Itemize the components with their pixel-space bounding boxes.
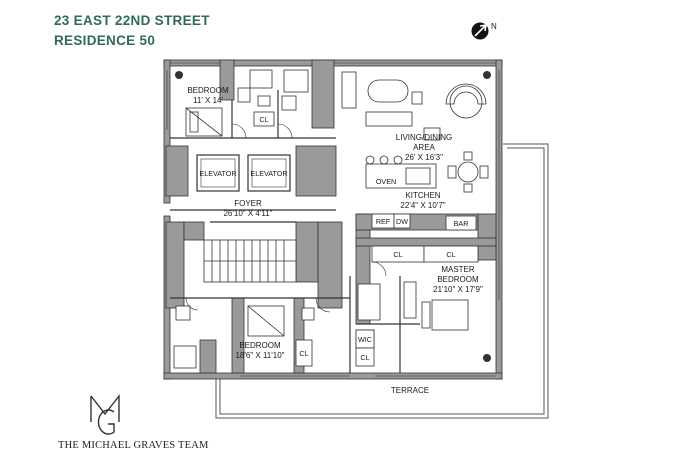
bedroom1-furniture (185, 69, 309, 137)
door-swings (185, 123, 387, 313)
bedroom2-furniture (173, 305, 315, 369)
room-name: MASTER (441, 265, 475, 274)
room-name: BEDROOM (437, 275, 479, 284)
room-living-dining: LIVING/DINING AREA 26' X 16'3" (396, 133, 452, 162)
dishwasher: DW (393, 213, 411, 229)
room-dims: 11' X 14' (193, 96, 224, 105)
svg-text:CL: CL (259, 115, 268, 124)
oven-label: OVEN (376, 177, 396, 186)
room-master-bedroom: MASTER BEDROOM 21'10" X 17'9" (433, 265, 483, 294)
room-name: FOYER (234, 199, 262, 208)
closet-wic-bottom: CL (355, 347, 375, 367)
svg-text:WIC: WIC (358, 335, 372, 344)
living-furniture (341, 71, 489, 193)
svg-text:CL: CL (360, 353, 369, 362)
walk-in-closet: WIC (355, 329, 375, 349)
stairwell (203, 239, 297, 283)
address-line: 23 EAST 22ND STREET (54, 13, 210, 28)
room-dims: 18'6" X 11'10" (235, 351, 284, 360)
room-name: KITCHEN (405, 191, 440, 200)
bar-counter: BAR (445, 215, 477, 231)
kitchen-island (365, 155, 437, 189)
room-terrace: TERRACE (391, 386, 429, 395)
north-arrow-icon: N (471, 22, 497, 40)
room-dims: 26' X 16'3" (405, 153, 443, 162)
room-kitchen: KITCHEN 22'4" X 10'7" (400, 191, 445, 210)
elevator-right: ELEVATOR (247, 154, 291, 192)
closet-master-right: CL (423, 245, 479, 263)
room-dims: 21'10" X 17'9" (433, 285, 483, 294)
room-dims: 26'10" X 4'11" (223, 209, 272, 218)
svg-text:CL: CL (393, 250, 402, 259)
closet-master-left: CL (371, 245, 425, 263)
elevator-left-label: ELEVATOR (199, 169, 236, 178)
terrace-outline (215, 143, 549, 419)
residence-line: RESIDENCE 50 (54, 33, 156, 48)
listing-title: 23 EAST 22ND STREET RESIDENCE 50 (54, 11, 210, 51)
closet-bedroom1: CL (253, 111, 275, 127)
room-name: LIVING/DINING (396, 133, 452, 142)
room-name: BEDROOM (239, 341, 281, 350)
room-foyer: FOYER 26'10" X 4'11" (223, 199, 272, 218)
room-bedroom1: BEDROOM 11' X 14' (187, 86, 229, 105)
room-name: BEDROOM (187, 86, 229, 95)
elevator-left: ELEVATOR (196, 154, 240, 192)
team-name: THE MICHAEL GRAVES TEAM (58, 440, 209, 451)
svg-text:DW: DW (396, 217, 408, 226)
closet-bedroom2: CL (295, 339, 313, 367)
mg-monogram-logo (90, 393, 120, 435)
svg-text:BAR: BAR (454, 219, 469, 228)
room-bedroom2: BEDROOM 18'6" X 11'10" (235, 341, 284, 360)
svg-text:CL: CL (446, 250, 455, 259)
svg-text:REF: REF (376, 217, 391, 226)
refrigerator: REF (371, 213, 395, 229)
north-label: N (491, 22, 497, 31)
elevator-right-label: ELEVATOR (250, 169, 287, 178)
room-name: AREA (413, 143, 435, 152)
master-furniture (355, 281, 469, 349)
room-dims: 22'4" X 10'7" (400, 201, 445, 210)
svg-text:CL: CL (299, 349, 308, 358)
